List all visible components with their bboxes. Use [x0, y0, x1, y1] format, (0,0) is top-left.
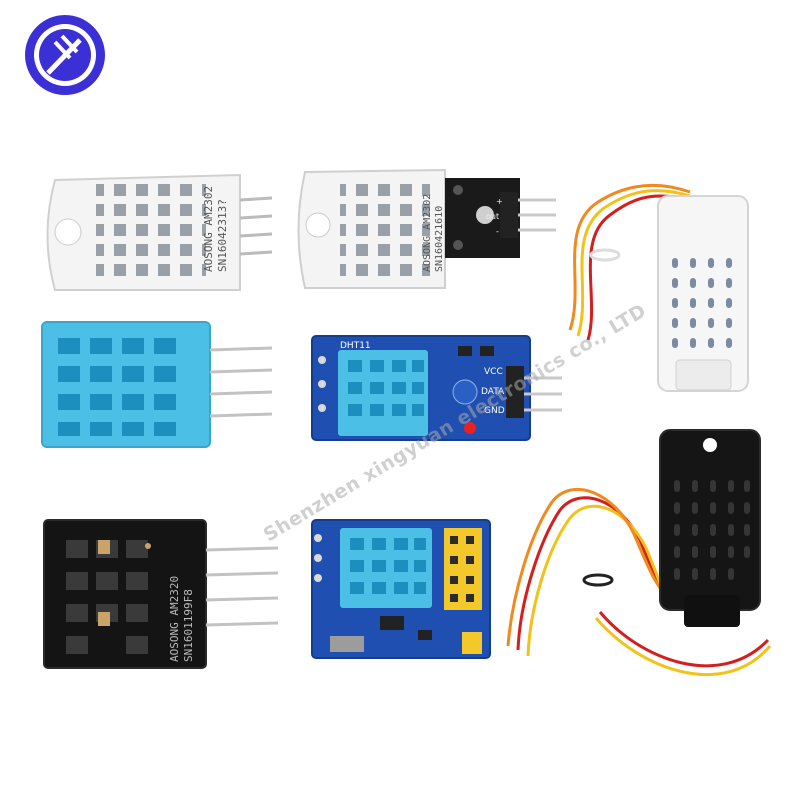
dht22-module-label-2: SN160421610 [434, 206, 445, 272]
am2320-label-2: SN1601199F8 [182, 589, 195, 662]
dht22-label-2: SN16042313? [216, 199, 229, 272]
pin-label-plus: + [496, 197, 503, 206]
dht11-sensor [41, 321, 273, 448]
dht22-module-label-1: AOSONG AM2302 [422, 194, 433, 272]
dht22-label-1: AOSONG AM2302 [202, 186, 215, 272]
am2301-white-wired-sensor [568, 183, 749, 392]
am2320-label-1: AOSONG AM2320 [168, 576, 181, 662]
dht11-module: DHT11 VCC DATA GND [311, 335, 562, 441]
dht11-module-title: DHT11 [340, 341, 371, 351]
pin-label-gnd: GND [484, 406, 505, 416]
am2320-sensor: AOSONG AM2320 SN1601199F8 [43, 519, 279, 669]
dht22-sensor: AOSONG AM2302 SN16042313? [46, 173, 273, 291]
pin-label-data: DATA [481, 387, 505, 397]
pin-label-minus: - [496, 227, 499, 236]
am2301-black-wired-sensor [506, 429, 772, 677]
dht22-module: AOSONG AM2302 SN160421610 + out - [297, 168, 556, 289]
dht11-esp01-module [311, 519, 491, 659]
pin-label-vcc: VCC [484, 367, 503, 377]
brand-logo-icon [25, 15, 105, 95]
pin-label-out: out [486, 212, 499, 221]
